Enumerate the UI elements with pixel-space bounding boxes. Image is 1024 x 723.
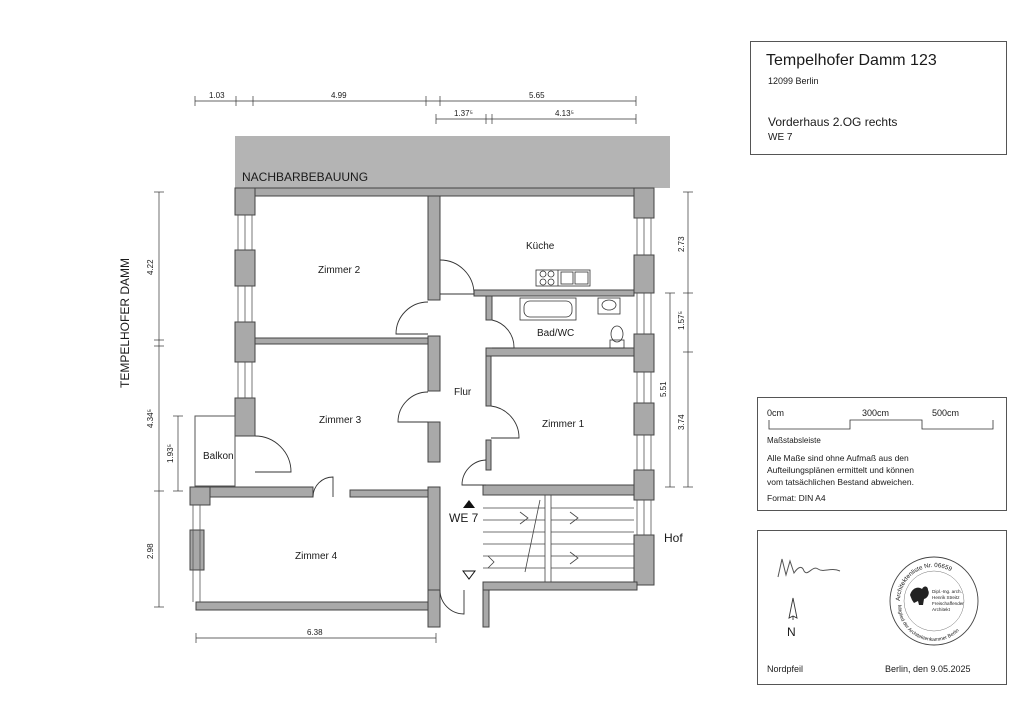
room-label-flur: Flur [454,387,472,398]
dimension-right-2: 1.57⁵ [677,311,686,330]
dimension-top-3: 5.65 [529,91,545,100]
north-letter: N [787,625,796,639]
room-label-zimmer-3: Zimmer 3 [319,415,362,426]
stamp-line-3: Freischaffender [932,601,964,606]
room-label-kueche: Küche [526,241,555,252]
dimension-right-1: 2.73 [677,236,686,252]
street-label: TEMPELHOFER DAMM [118,258,132,388]
washbasin-icon [597,297,621,315]
dimension-top-1: 1.03 [209,91,225,100]
title-block: Tempelhofer Damm 123 12099 Berlin Vorder… [750,41,1007,155]
yard-windows [636,218,652,535]
address-city: 12099 Berlin [768,76,819,86]
room-label-zimmer-4: Zimmer 4 [295,551,338,562]
note-line-2: Aufteilungsplänen ermittelt und können [767,465,914,475]
neighbor-label: NACHBARBEBAUUNG [242,170,368,184]
scale-block: 0cm 300cm 500cm Maßstabsleiste Alle Maße… [757,397,1007,511]
signature-block: N Nordpfeil Berlin, den 9.05.2025 Archit… [757,530,1007,685]
kitchen-stove-icon [535,269,591,287]
dimension-left-4: 2.98 [146,543,155,559]
berlin-bear-icon [910,586,929,605]
room-label-bad: Bad/WC [537,328,574,339]
door-swings [254,259,520,615]
unit-number: WE 7 [768,132,793,143]
format-note: Format: DIN A4 [767,493,826,503]
dimension-top-4: 1.37⁵ [454,109,473,118]
bathtub-icon [519,297,577,321]
note-line-3: vom tatsächlichen Bestand abweichen. [767,477,914,487]
scale-caption: Maßstabsleiste [767,436,821,445]
unit-label: WE 7 [449,511,479,525]
dimension-top-2: 4.99 [331,91,347,100]
stamp-line-1: Dipl.-Ing. arch. [932,589,962,594]
address-title: Tempelhofer Damm 123 [766,52,937,69]
dimension-right-4: 3.74 [677,414,686,430]
street-windows [192,215,253,602]
dimension-top-5: 4.13⁵ [555,109,574,118]
unit-location: Vorderhaus 2.OG rechts [768,115,898,129]
entrance-arrow-icon [463,500,475,508]
stamp-line-2: Henrik Streitz [932,595,960,600]
room-label-zimmer-1: Zimmer 1 [542,419,585,430]
stairs [483,495,634,582]
neighbor-building [235,136,670,188]
scale-bar [768,419,994,430]
floor-plan: NACHBARBEBAUUNG [118,91,693,643]
north-arrow-icon [788,597,798,620]
scale-label-500: 500cm [932,408,960,418]
architect-stamp: Architektenliste Nr. 06659 Mitglied der … [889,556,979,646]
note-line-1: Alle Maße sind ohne Aufmaß aus den [767,453,909,463]
dimension-left-3: 1.93⁵ [166,444,175,463]
dimension-bottom-1: 6.38 [307,628,323,637]
walls [189,187,655,628]
room-label-balkon: Balkon [203,451,234,462]
signature-icon [777,558,841,578]
scale-label-0: 0cm [767,408,785,418]
yard-label: Hof [664,531,683,545]
balcony-outline [194,415,236,487]
dimension-right-3: 5.51 [659,381,668,397]
exit-arrow-icon [462,570,476,580]
dimension-lines [154,96,693,643]
stamp-line-4: Architekt [932,607,951,612]
north-caption: Nordpfeil [767,664,804,674]
toilet-icon [609,325,625,349]
dimension-left-1: 4.22 [146,259,155,275]
signature-date: Berlin, den 9.05.2025 [885,664,971,674]
room-label-zimmer-2: Zimmer 2 [318,265,361,276]
dimension-left-2: 4.34⁵ [146,409,155,428]
scale-label-300: 300cm [862,408,890,418]
